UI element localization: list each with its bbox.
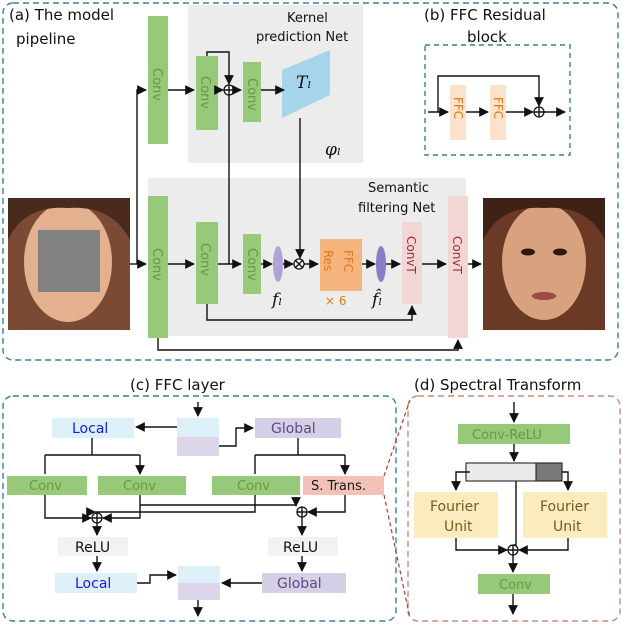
kernel-tl-block <box>282 50 330 118</box>
input-face-image <box>8 198 130 330</box>
svg-text:Conv: Conv <box>244 78 259 111</box>
relu-block-right <box>268 537 338 556</box>
svg-text:Conv: Conv <box>197 76 212 109</box>
svg-text:Conv: Conv <box>237 479 270 494</box>
svg-text:FFC: FFC <box>341 250 355 272</box>
ffc-block-b2 <box>490 85 506 140</box>
split-block-d <box>465 462 537 482</box>
panel-b-title-2: block <box>467 28 507 46</box>
conv-block-top-3 <box>243 62 261 122</box>
kernel-net-label-1: Kernel <box>287 11 328 26</box>
panel-c-frame <box>2 395 397 622</box>
svg-text:ReLU: ReLU <box>283 540 318 556</box>
svg-text:Local: Local <box>75 576 111 592</box>
fl-feature <box>273 246 283 282</box>
fourier-unit-left <box>414 492 498 538</box>
panel-b-frame <box>424 44 571 156</box>
relu-block-left <box>58 537 128 556</box>
split-block-top <box>177 418 219 437</box>
ffc-block-b1 <box>450 85 466 140</box>
panel-a-title-1: (a) The model <box>9 6 114 24</box>
svg-text:Conv: Conv <box>244 248 259 281</box>
local-block-bottom <box>55 573 137 593</box>
svg-text:Unit: Unit <box>444 519 473 535</box>
global-block-bottom <box>262 573 346 593</box>
fl-hat-label: f̂ₗ <box>370 289 382 310</box>
svg-text:Res: Res <box>321 250 335 271</box>
svg-text:ConvT: ConvT <box>450 236 464 274</box>
svg-text:Fourier: Fourier <box>540 499 589 515</box>
svg-text:FFC: FFC <box>491 97 505 119</box>
svg-text:Unit: Unit <box>553 519 582 535</box>
svg-text:Local: Local <box>72 421 108 437</box>
svg-text:Conv-ReLU: Conv-ReLU <box>472 428 542 443</box>
panel-c-title: (c) FFC layer <box>130 376 226 394</box>
conv-block-c3 <box>212 476 300 495</box>
svg-text:FFC: FFC <box>451 97 465 119</box>
global-block-top <box>255 418 341 438</box>
kernel-net-label-2: prediction Net <box>256 30 348 45</box>
filter-net-label-1: Semantic <box>368 181 429 196</box>
fourier-unit-right <box>523 492 607 538</box>
zoom-line <box>383 494 411 619</box>
svg-text:S. Trans.: S. Trans. <box>311 479 366 494</box>
filter-net-label-2: filtering Net <box>358 201 435 216</box>
svg-text:Conv: Conv <box>123 479 156 494</box>
panel-d-frame <box>407 395 621 622</box>
panel-a-title-2: pipeline <box>16 30 76 48</box>
conv-relu-block <box>458 424 570 444</box>
panel-a-frame <box>2 2 619 361</box>
local-block-top <box>52 418 134 438</box>
phi-label: φₗ <box>325 140 341 160</box>
svg-text:ReLU: ReLU <box>75 540 110 556</box>
svg-text:ConvT: ConvT <box>404 236 418 274</box>
svg-text:Conv: Conv <box>149 68 164 101</box>
split-block-bottom <box>178 566 220 583</box>
svg-text:Global: Global <box>277 576 322 592</box>
svg-text:Fourier: Fourier <box>430 499 479 515</box>
zoom-line <box>383 399 411 477</box>
output-face-image <box>483 198 605 330</box>
fl-hat-feature <box>376 246 386 282</box>
conv-block-main-2 <box>196 222 218 304</box>
svg-text:Global: Global <box>271 421 316 437</box>
convt-block <box>402 222 422 304</box>
panel-b-title-1: (b) FFC Residual <box>424 6 546 24</box>
ffc-res-block <box>320 239 362 291</box>
svg-text:Conv: Conv <box>197 243 212 276</box>
conv-block-c2 <box>98 476 186 495</box>
conv-block-main-3 <box>243 234 261 294</box>
svg-text:Conv: Conv <box>149 248 164 281</box>
fl-label: fₗ <box>270 290 282 310</box>
conv-block-top-2 <box>196 56 218 130</box>
times-six: × 6 <box>325 294 347 308</box>
tl-label: Tₗ <box>296 73 311 93</box>
conv-block-top <box>148 16 168 144</box>
convt-block-2 <box>448 196 468 338</box>
spectral-transform-block <box>303 476 384 495</box>
svg-text:Conv: Conv <box>29 479 62 494</box>
svg-text:Conv: Conv <box>499 578 532 593</box>
conv-block-main <box>148 196 168 338</box>
panel-d-title: (d) Spectral Transform <box>414 376 581 394</box>
conv-block-c1 <box>7 476 87 495</box>
conv-block-d <box>478 574 550 594</box>
